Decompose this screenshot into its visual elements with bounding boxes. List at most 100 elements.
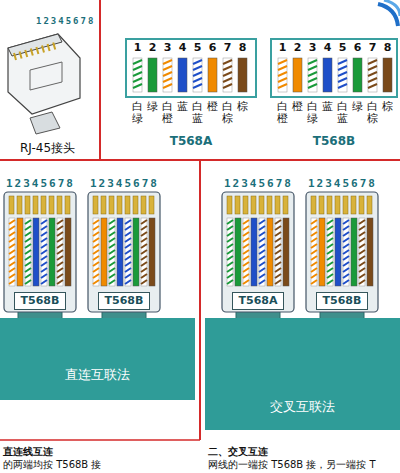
- wire-stripe: [193, 66, 202, 70]
- striped-wire: [343, 218, 349, 286]
- wire-stripe: [109, 226, 115, 230]
- wire-stripe: [275, 238, 281, 242]
- wire-stripe: [259, 274, 265, 278]
- plug-housing: [4, 192, 76, 312]
- wire-stripe: [133, 72, 142, 76]
- wire-stripe: [259, 268, 265, 272]
- contact-pin: [17, 196, 22, 214]
- wire-stripe: [359, 274, 365, 278]
- striped-wire: [125, 218, 131, 286]
- pin-numbers: 12345678: [90, 177, 159, 190]
- wire-stripe: [223, 60, 232, 64]
- wire-stripe: [25, 256, 31, 260]
- wire-stripe: [343, 244, 349, 248]
- wire-stripe: [109, 274, 115, 278]
- solid-wire: [149, 218, 155, 286]
- wire-stripe: [227, 238, 233, 242]
- striped-wire: [275, 218, 281, 286]
- wire-stripe: [93, 244, 99, 248]
- solid-wire: [235, 218, 241, 286]
- wire-stripe: [193, 84, 202, 88]
- wire-stripe: [278, 60, 287, 64]
- solid-wire: [238, 58, 247, 92]
- wire-stripe: [227, 220, 233, 224]
- wire-stripe: [278, 66, 287, 70]
- striped-wire: [259, 218, 265, 286]
- pin-number: 7: [365, 41, 380, 54]
- wire-stripe: [275, 280, 281, 284]
- wire-stripe: [41, 220, 47, 224]
- plug-housing: [222, 192, 294, 312]
- wire-stripe: [9, 256, 15, 260]
- solid-wire: [133, 218, 139, 286]
- wire-stripe: [278, 78, 287, 82]
- pin-numbers: 12345678: [6, 177, 75, 190]
- pin-number: 8: [380, 41, 395, 54]
- wire-stripe: [343, 232, 349, 236]
- striped-wire: [359, 218, 365, 286]
- wire-stripe: [25, 262, 31, 266]
- contact-pin: [9, 196, 14, 214]
- caption-text: 的两端均按 T568B 接: [3, 458, 101, 472]
- solid-wire: [267, 218, 273, 286]
- method-name: 交叉互联法: [205, 398, 400, 416]
- wire-stripe: [311, 274, 317, 278]
- wire-stripe: [9, 274, 15, 278]
- wire-stripe: [57, 268, 63, 272]
- wire-stripe: [275, 244, 281, 248]
- wire-stripe: [41, 274, 47, 278]
- wire-stripe: [57, 256, 63, 260]
- wire-color-name: 棕: [237, 101, 248, 113]
- color-code-chart: T568B: [270, 38, 398, 98]
- caption-text: 直连线互连: [3, 445, 53, 459]
- pin-number: 1: [130, 41, 145, 54]
- wire-stripe: [9, 280, 15, 284]
- wire-stripe: [275, 220, 281, 224]
- solid-wire: [351, 218, 357, 286]
- striped-wire: [41, 218, 47, 286]
- contact-pin: [351, 196, 356, 214]
- wire-stripe: [327, 244, 333, 248]
- wire-stripe: [227, 256, 233, 260]
- wire-stripe: [193, 78, 202, 82]
- wire-stripe: [359, 268, 365, 272]
- contact-pin: [101, 196, 106, 214]
- contact-pin: [53, 43, 55, 50]
- contact-pin: [327, 196, 332, 214]
- caption-text: 二、交叉互连: [208, 445, 268, 459]
- wire-stripe: [338, 78, 347, 82]
- wire-stripe: [133, 60, 142, 64]
- wire-stripe: [125, 238, 131, 242]
- wire-stripe: [93, 268, 99, 272]
- wire-stripe: [9, 244, 15, 248]
- wire-stripe: [163, 66, 172, 70]
- wire-stripe: [308, 84, 317, 88]
- wire-strips: [4, 43, 392, 325]
- striped-wire: [193, 58, 202, 92]
- wire-stripe: [41, 232, 47, 236]
- wire-stripe: [311, 262, 317, 266]
- wire-stripe: [9, 238, 15, 242]
- solid-wire: [178, 58, 187, 92]
- wire-stripe: [57, 226, 63, 230]
- solid-wire: [33, 218, 39, 286]
- solid-wire: [251, 218, 257, 286]
- wire-stripe: [125, 274, 131, 278]
- wire-stripe: [141, 226, 147, 230]
- wire-stripe: [359, 250, 365, 254]
- wire-stripe: [327, 220, 333, 224]
- wire-stripe: [259, 256, 265, 260]
- solid-wire: [353, 58, 362, 92]
- wire-color-name: 绿: [147, 101, 158, 113]
- caption-text: 网线的一端按 T568B 接，另一端按 T: [208, 458, 376, 472]
- wire-stripe: [327, 256, 333, 260]
- wire-stripe: [41, 238, 47, 242]
- wire-stripe: [275, 226, 281, 230]
- wire-stripe: [259, 220, 265, 224]
- striped-wire: [243, 218, 249, 286]
- pin-number: 1: [275, 41, 290, 54]
- wire-stripe: [41, 226, 47, 230]
- wire-stripe: [327, 232, 333, 236]
- wire-stripe: [311, 280, 317, 284]
- solid-wire: [293, 58, 302, 92]
